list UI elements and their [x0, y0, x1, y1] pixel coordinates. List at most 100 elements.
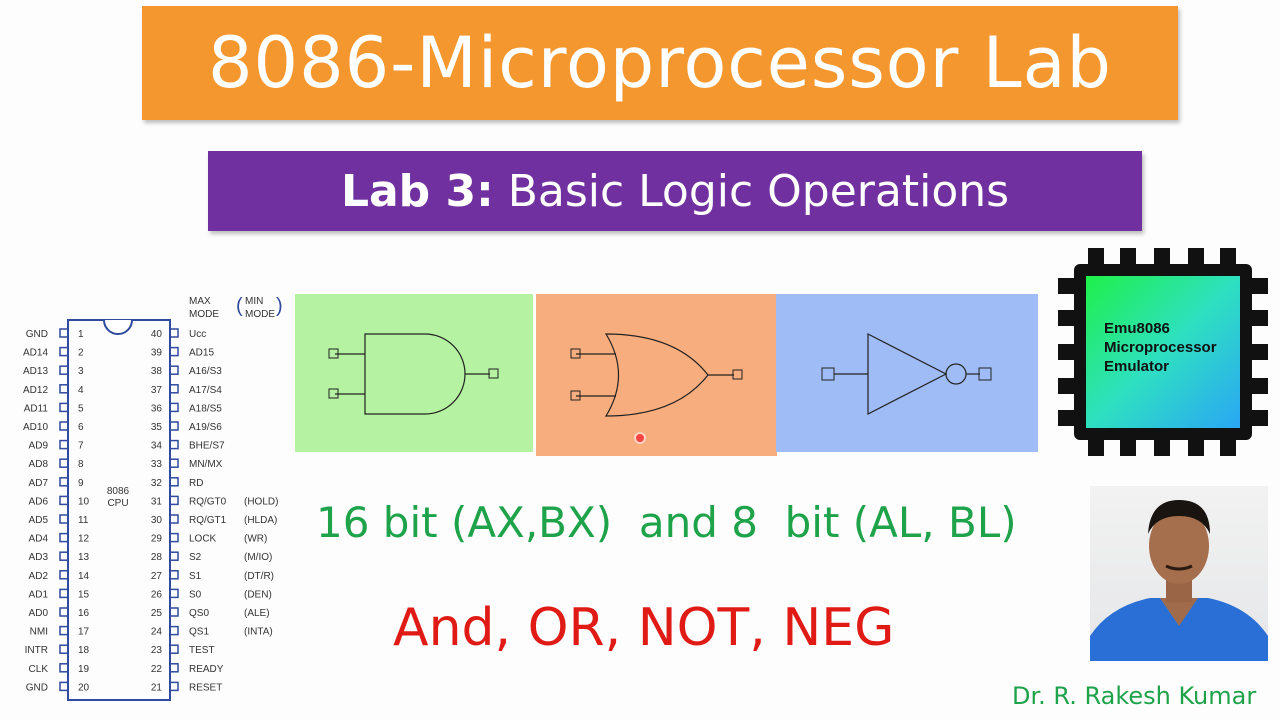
- pin-left-name: AD8: [29, 459, 49, 470]
- pin-right-name: TEST: [189, 645, 215, 656]
- pin-left-number: 16: [78, 608, 90, 619]
- pin-right-alt: (WR): [244, 534, 267, 545]
- pin-right-alt: (INTA): [244, 627, 273, 638]
- pin-right-box: [169, 570, 179, 580]
- pin-left-name: INTR: [25, 645, 48, 656]
- pin-left-name: AD4: [29, 534, 49, 545]
- pin-right-name: A17/S4: [189, 385, 222, 396]
- pin-left-box: [59, 625, 69, 636]
- pin-right-box: [169, 365, 179, 375]
- pin-right-number: 40: [151, 329, 163, 340]
- pin-right-box: [169, 402, 179, 413]
- pin-left-box: [59, 588, 69, 599]
- pin-right-name: A19/S6: [189, 422, 222, 433]
- pin-right-name: Ucc: [189, 329, 206, 340]
- pin-right-name: RESET: [189, 682, 222, 693]
- subtitle-rest: Basic Logic Operations: [507, 165, 1010, 217]
- header-max: MAX: [189, 296, 211, 307]
- pin-left-box: [59, 532, 69, 543]
- pin-left-number: 8: [78, 459, 84, 470]
- and-gate-icon: [328, 333, 499, 415]
- pinout-center-label: 8086: [107, 486, 130, 497]
- pin-right-box: [169, 346, 179, 357]
- pin-right-number: 26: [151, 589, 163, 600]
- pin-left-number: 12: [78, 534, 90, 545]
- chip-notch: [103, 319, 133, 335]
- pinout-center-label2: CPU: [107, 498, 128, 509]
- pin-left-name: NMI: [30, 627, 48, 638]
- pin-right-number: 22: [151, 664, 163, 675]
- subtitle: Lab 3:Basic Logic Operations: [341, 166, 1009, 217]
- pin-left-number: 10: [78, 496, 90, 507]
- pin-right-name: LOCK: [189, 534, 217, 545]
- header-mode: MODE: [189, 309, 219, 320]
- pin-right-box: [169, 644, 179, 654]
- pin-right-name: READY: [189, 664, 224, 675]
- pin-right-name: S0: [189, 589, 202, 600]
- pin-left-number: 20: [78, 682, 90, 693]
- operations-text: And, OR, NOT, NEG: [393, 598, 895, 658]
- pin-left-box: [59, 384, 69, 394]
- pin-left-number: 11: [78, 515, 89, 526]
- subtitle-bold: Lab 3:: [340, 165, 494, 217]
- chip-line2: Microprocessor: [1104, 339, 1217, 356]
- pin-right-number: 32: [151, 478, 163, 489]
- and-gate-panel: [295, 294, 533, 452]
- pin-left-name: AD11: [24, 403, 49, 414]
- pin-right-alt: (DEN): [244, 589, 272, 600]
- pin-right-number: 34: [151, 441, 163, 452]
- pin-left-name: AD9: [29, 441, 49, 452]
- pin-left-name: AD2: [29, 571, 49, 582]
- pin-left-number: 6: [78, 422, 84, 433]
- pin-right-number: 25: [151, 608, 163, 619]
- pin-left-box: [59, 421, 69, 431]
- pin-right-name: MN/MX: [189, 459, 223, 470]
- pin-right-box: [169, 532, 179, 543]
- chip-line1: Emu8086: [1104, 320, 1170, 337]
- pin-left-name: CLK: [29, 664, 49, 675]
- pin-right-alt: (HLDA): [244, 515, 277, 526]
- pin-right-number: 36: [151, 403, 163, 414]
- pin-right-number: 24: [151, 627, 163, 638]
- pin-right-number: 30: [151, 515, 163, 526]
- pin-left-box: [59, 607, 69, 617]
- pin-left-number: 4: [78, 385, 84, 396]
- pin-left-box: [59, 551, 69, 561]
- pin-left-box: [59, 439, 69, 450]
- paren-open: (: [236, 295, 243, 317]
- pin-right-box: [169, 625, 179, 636]
- not-gate-icon: [821, 333, 992, 415]
- pin-left-number: 15: [78, 589, 90, 600]
- pin-left-name: GND: [26, 682, 48, 693]
- pin-left-box: [59, 458, 69, 468]
- pin-right-name: S2: [189, 552, 202, 563]
- pin-left-box: [59, 570, 69, 580]
- pin-right-name: QS1: [189, 627, 209, 638]
- pin-right-name: A16/S3: [189, 366, 222, 377]
- pin-left-name: AD5: [29, 515, 49, 526]
- pin-left-number: 17: [78, 627, 90, 638]
- pin-right-name: A18/S5: [189, 403, 222, 414]
- pin-left-number: 2: [78, 348, 84, 359]
- pin-left-name: AD13: [23, 366, 48, 377]
- pin-left-box: [59, 681, 69, 692]
- pin-right-box: [169, 477, 179, 487]
- pin-left-box: [59, 402, 69, 413]
- chip-line3: Emulator: [1104, 358, 1169, 375]
- pin-right-number: 39: [151, 348, 163, 359]
- title-banner: 8086-Microprocessor Lab: [142, 6, 1178, 120]
- pin-right-box: [169, 607, 179, 617]
- registers-text: 16 bit (AX,BX) and 8 bit (AL, BL): [316, 498, 1017, 547]
- pin-left-number: 14: [78, 571, 90, 582]
- presenter-photo: [1090, 486, 1268, 661]
- pin-right-number: 35: [151, 422, 163, 433]
- pin-right-box: [169, 328, 179, 338]
- pin-left-name: AD14: [23, 348, 48, 359]
- pin-right-name: RD: [189, 478, 203, 489]
- header-min: MIN: [245, 296, 263, 307]
- pin-right-name: AD15: [189, 348, 214, 359]
- pin-right-alt: (M/IO): [244, 552, 272, 563]
- pin-right-box: [169, 514, 179, 524]
